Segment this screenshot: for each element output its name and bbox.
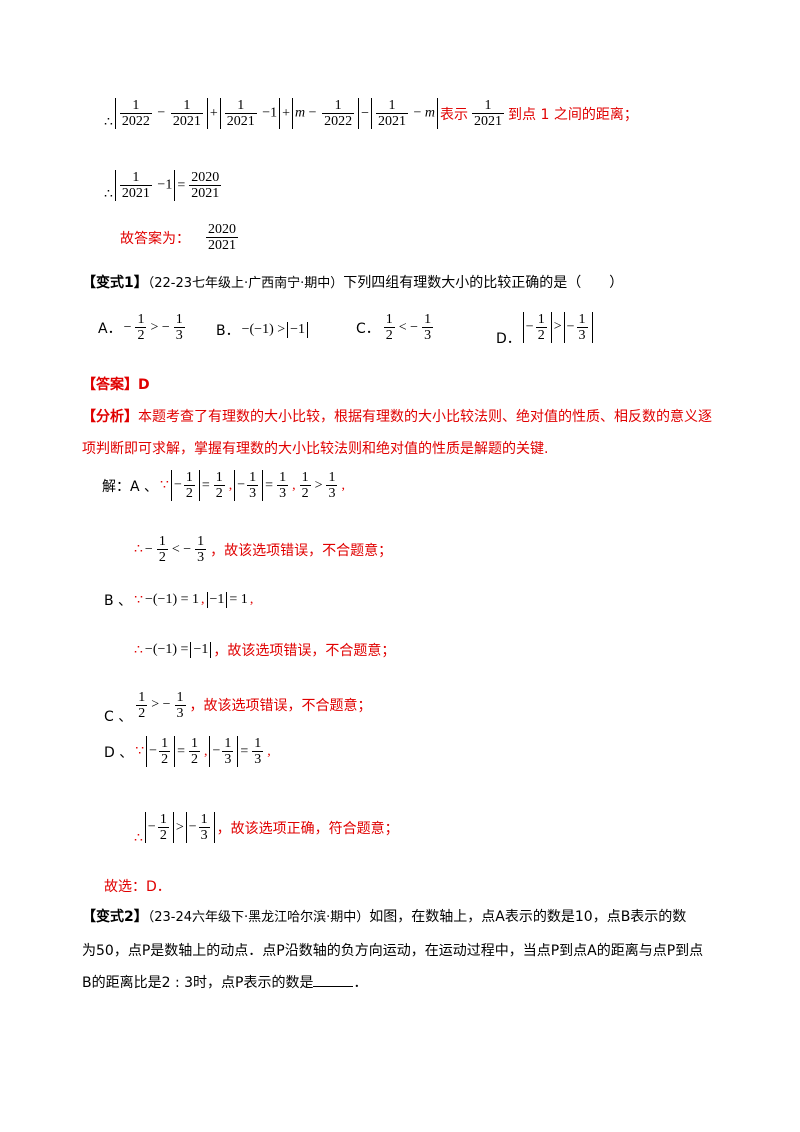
analysis-line-1: 【分析】本题考查了有理数的大小比较，根据有理数的大小比较法则、绝对值的性质、相反… xyxy=(82,409,712,425)
distance-text: 到点 1 之间的距离； xyxy=(508,106,638,123)
variant1-answer: 【答案】D xyxy=(82,377,150,393)
answer-blank[interactable] xyxy=(313,974,354,987)
variant1-label: 【变式1】 xyxy=(82,275,148,291)
variant2-line-1: 【变式2】（23-24六年级下·黑龙江哈尔滨·期中）如图，在数轴上，点A表示的数… xyxy=(82,909,687,925)
variant1-question: 下列四组有理数大小的比较正确的是（ ） xyxy=(343,275,624,291)
variant2-line-2: 为50，点P是数轴上的动点．点P沿数轴的负方向运动，在运动过程中，当点P到点A的… xyxy=(82,943,704,959)
analysis-line-2: 项判断即可求解，掌握有理数的大小比较法则和绝对值的性质是解题的关键. xyxy=(82,441,549,457)
solution-b-line-1: B 、 ∵ −(−1) = 1, −1= 1, xyxy=(104,592,254,609)
answer-prefix: 故答案为： xyxy=(120,230,190,247)
mark-text: 表示 xyxy=(440,106,469,123)
variant1-heading: 【变式1】（22-23七年级上·广西南宁·期中）下列四组有理数大小的比较正确的是… xyxy=(82,272,623,292)
variant2-source: （23-24六年级下·黑龙江哈尔滨·期中） xyxy=(147,910,370,925)
variant2-label: 【变式2】 xyxy=(82,909,148,925)
variant1-source: （22-23七年级上·广西南宁·期中） xyxy=(147,276,344,291)
option-b: B． −(−1) > −1 xyxy=(216,320,309,340)
final-choice: 故选：D． xyxy=(104,879,171,895)
solution-b-line-2: ∴ −(−1) = −1 ，故该选项错误，不合题意； xyxy=(134,642,396,659)
therefore-symbol: ∴ xyxy=(104,115,113,130)
variant2-line-3: B的距离比是2 : 3时，点P表示的数是． xyxy=(82,974,368,991)
